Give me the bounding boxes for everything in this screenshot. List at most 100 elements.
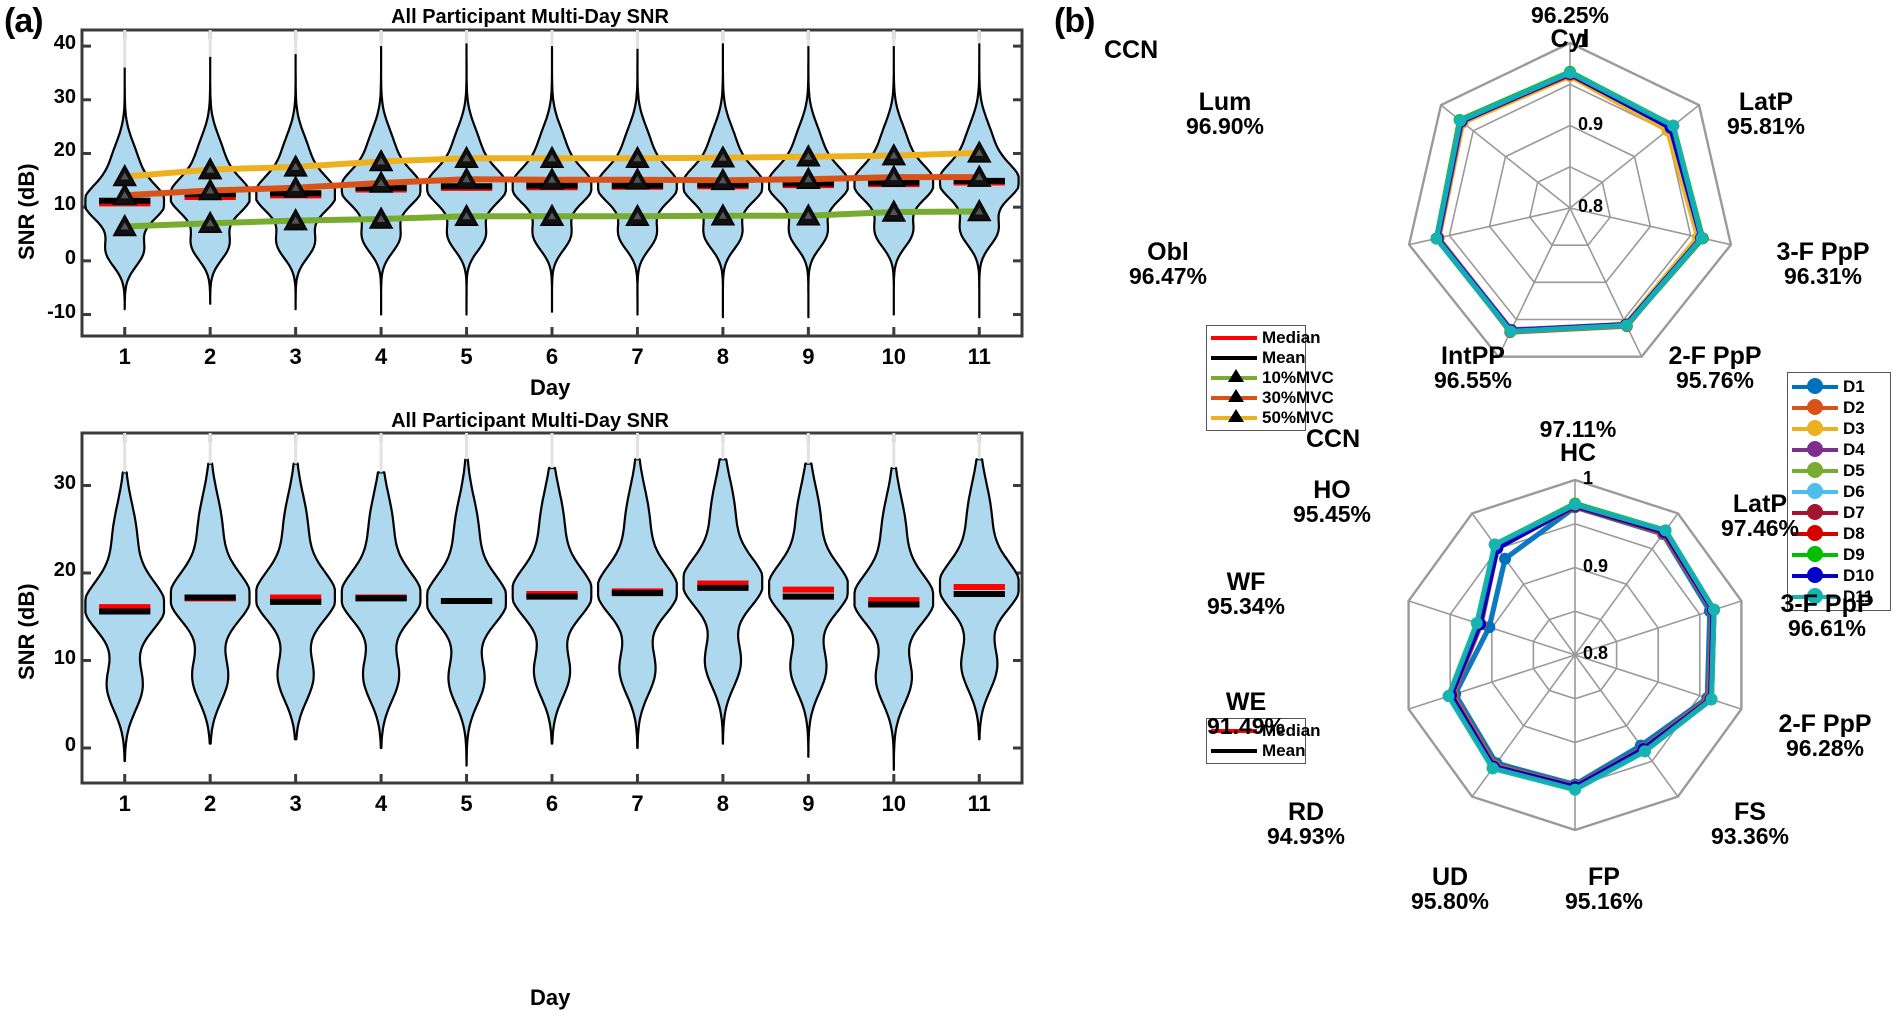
legend-dot-marker [1807, 545, 1823, 562]
xtick-svg-violin-top-6: 6 [545, 344, 559, 369]
xtick-svg-violin-top-11: 11 [967, 344, 991, 369]
radar-axis-label-hc: 97.11%HC [1508, 418, 1648, 466]
violin-bottom-title: All Participant Multi-Day SNR [391, 410, 669, 432]
radar-axis-percent: 93.36% [1710, 823, 1789, 849]
radar-axis-percent: 91.49% [1206, 713, 1285, 739]
radar-legend-item-d2[interactable]: D2 [1788, 397, 1890, 418]
legend-label: D3 [1843, 418, 1865, 438]
xtick-svg-violin-top-5: 5 [460, 344, 473, 369]
violin-bottom-plot [80, 431, 1024, 785]
legend-label: 30%MVC [1262, 388, 1334, 407]
xtick-svg-violin-top-2: 2 [204, 344, 217, 369]
radar-axis-name: Lum [1198, 88, 1252, 116]
violin-bottom-legend-item-median[interactable]: Median [1207, 721, 1321, 741]
radar-axis-percent: 95.16% [1564, 888, 1643, 914]
svg-radar-top-rtick-0.8: 0.8 [1578, 196, 1604, 216]
radar-legend-item-d6[interactable]: D6 [1788, 481, 1890, 502]
violin-bottom-legend-item-mean[interactable]: Mean [1207, 741, 1305, 761]
radar-axis-name: FS [1734, 798, 1766, 826]
legend-line-swatch [1792, 524, 1838, 541]
violin-top-legend-item-10pctmvc[interactable]: 10%MVC [1207, 368, 1334, 388]
xtick-svg-violin-bottom-4: 4 [374, 791, 388, 816]
legend-dot-marker [1807, 398, 1823, 415]
xtick-svg-violin-bottom-9: 9 [802, 791, 815, 816]
legend-line-swatch [1792, 587, 1838, 604]
violin-top-legend-item-median[interactable]: Median [1207, 328, 1321, 348]
radar-legend-item-d10[interactable]: D10 [1788, 565, 1890, 586]
radar-axis-percent: 95.76% [1675, 367, 1754, 393]
xtick-svg-violin-bottom-7: 7 [631, 791, 644, 816]
radar-axis-name: 3-F PpP [1780, 590, 1874, 618]
panel-label-b: (b) [1054, 2, 1095, 40]
radar-axis-name: 2-F PpP [1778, 710, 1872, 738]
triangle-marker-icon [1228, 389, 1244, 402]
radar-axis-name: WE [1225, 688, 1267, 716]
legend-label: Mean [1262, 348, 1306, 367]
svg-radar-bottom-rtick-0.9: 0.9 [1583, 555, 1609, 576]
xtick-svg-violin-top-8: 8 [716, 344, 730, 369]
radar-axis-name: 2-F PpP [1668, 342, 1762, 370]
radar-axis-name: Cyl [1550, 25, 1590, 53]
panel-label-a: (a) [4, 2, 44, 40]
radar-axis-name: WF [1226, 568, 1266, 596]
radar-legend-item-d4[interactable]: D4 [1788, 439, 1890, 460]
radar-legend-item-d7[interactable]: D7 [1788, 502, 1890, 523]
violin-top-legend-item-mean[interactable]: Mean [1207, 348, 1305, 368]
radar-axis-percent: 96.61% [1787, 615, 1866, 641]
radar-legend-item-d3[interactable]: D3 [1788, 418, 1890, 439]
radar-axis-percent: 96.55% [1433, 367, 1512, 393]
svg-radar-top-rtick-1: 1 [1578, 31, 1589, 51]
xtick-svg-violin-top-10: 10 [881, 344, 907, 369]
svg-radar-top-rtick-0.9: 0.9 [1578, 113, 1604, 134]
legend-dot-marker [1807, 524, 1823, 541]
legend-dot-marker [1807, 587, 1823, 604]
radar-legend-item-d8[interactable]: D8 [1788, 523, 1890, 544]
radar-legend-item-d9[interactable]: D9 [1788, 544, 1890, 565]
ytick-svg-violin-top: 30 [53, 85, 76, 108]
violin-top-plot [80, 28, 1024, 338]
ytick-svg-violin-top: 40 [53, 32, 76, 55]
radar-axis-percent: 96.47% [1128, 263, 1207, 289]
xtick-svg-violin-top-4: 4 [374, 344, 388, 369]
ytick-svg-violin-top: 0 [64, 246, 76, 269]
violin-top-legend-item-50pctmvc[interactable]: 50%MVC [1207, 408, 1334, 428]
legend-line-swatch [1211, 409, 1257, 422]
legend-dot-marker [1807, 503, 1823, 520]
ytick-svg-violin-top: 10 [53, 193, 76, 216]
radar-legend-item-d5[interactable]: D5 [1788, 460, 1890, 481]
radar-axis-name: LatP [1738, 88, 1794, 116]
legend-dot-marker [1807, 440, 1823, 457]
legend-line-swatch [1211, 749, 1257, 753]
radar-legend-item-d11[interactable]: D11 [1788, 586, 1890, 607]
radar-top-caption: CCN [1104, 36, 1159, 64]
radar-axis-percent: 95.34% [1206, 593, 1285, 619]
radar-axis-name: LatP [1732, 490, 1788, 518]
legend-label: D6 [1843, 481, 1865, 501]
legend-label: Median [1262, 721, 1321, 740]
legend-dot-marker [1807, 482, 1823, 499]
radar-axis-percent: 95.81% [1726, 113, 1805, 139]
svg-radar-bottom-rtick-0.8: 0.8 [1583, 643, 1609, 663]
legend-dot-marker [1807, 377, 1823, 394]
radar-top-plot [1407, 41, 1733, 358]
xtick-svg-violin-bottom-11: 11 [967, 791, 991, 816]
radar-axis-percent: 94.93% [1266, 823, 1345, 849]
legend-dot-marker [1807, 461, 1823, 478]
radar-bottom-plot [1407, 478, 1743, 832]
xtick-svg-violin-bottom-2: 2 [204, 791, 217, 816]
legend-line-swatch [1211, 369, 1257, 382]
violin-top-legend-item-30pctmvc[interactable]: 30%MVC [1207, 388, 1334, 408]
radar-legend-item-d1[interactable]: D1 [1788, 376, 1890, 397]
ytick-svg-violin-bottom: 10 [53, 646, 76, 669]
radar-axis-percent: 97.46% [1720, 515, 1799, 541]
radar-axis-name: 3-F PpP [1776, 238, 1870, 266]
